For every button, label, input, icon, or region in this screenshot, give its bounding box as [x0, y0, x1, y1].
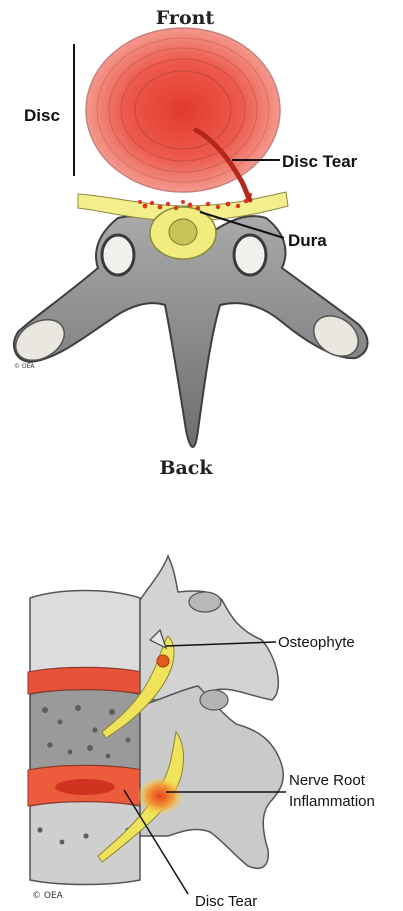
lower-disc-core — [55, 779, 115, 795]
back-label: Back — [159, 457, 213, 479]
top-copyright: © OEA — [14, 363, 35, 370]
top-axial-view: Front Back Disc Disc Tear Dura © OEA — [8, 7, 367, 479]
lower-posterior-elements — [140, 686, 283, 868]
nerve-root-label-line2: Inflammation — [289, 793, 375, 810]
front-label: Front — [156, 7, 215, 29]
right-facet — [234, 235, 266, 275]
upper-vertebral-body — [30, 591, 140, 673]
spinal-cord — [169, 219, 197, 245]
nerve-root-label-line1: Nerve Root — [289, 772, 366, 789]
bottom-copyright: © OEA — [32, 891, 64, 901]
disc — [86, 28, 280, 200]
bottom-disc-tear-label: Disc Tear — [195, 893, 257, 910]
dura-label: Dura — [288, 231, 327, 250]
nerve-root-inflammation — [138, 778, 182, 814]
lower-facet — [200, 690, 228, 710]
left-facet — [102, 235, 134, 275]
bottom-lateral-view: Osteophyte Nerve Root Inflammation Disc … — [28, 556, 375, 910]
disc-tear-label: Disc Tear — [282, 152, 358, 171]
disc-label: Disc — [24, 106, 60, 125]
upper-facet — [189, 592, 221, 612]
osteophyte-label: Osteophyte — [278, 634, 355, 651]
middle-vertebral-body — [30, 690, 140, 771]
osteophyte-spot — [157, 655, 169, 667]
